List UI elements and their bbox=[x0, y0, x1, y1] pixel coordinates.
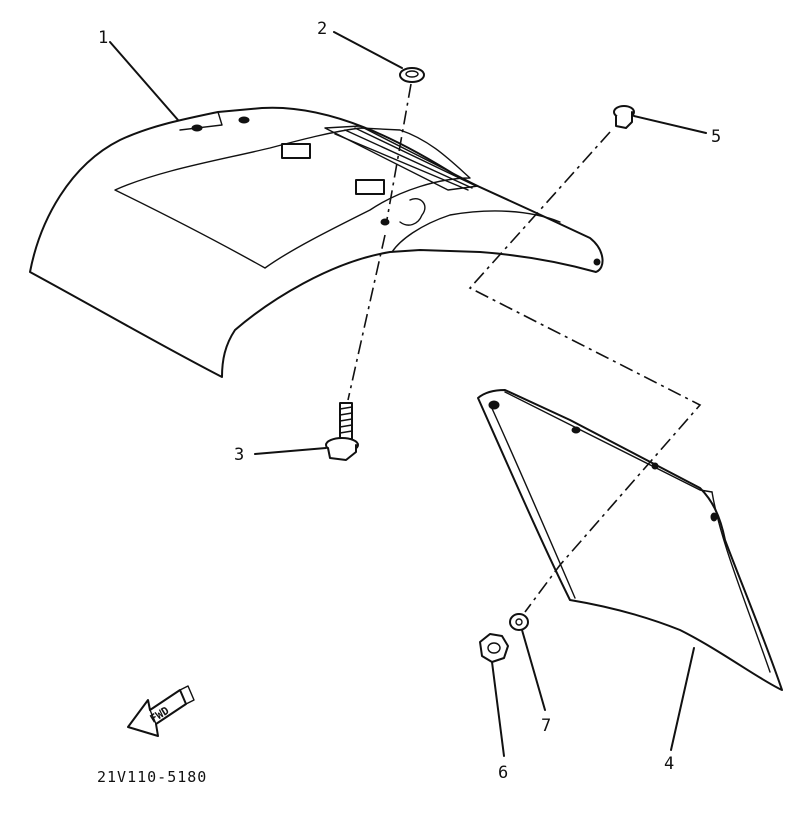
leader-lines bbox=[109, 31, 707, 757]
callout-5: 5 bbox=[711, 127, 721, 147]
rear-fender-part-1 bbox=[29, 106, 604, 378]
fender-hole-mid bbox=[238, 116, 250, 124]
fender-hole-bolt bbox=[380, 218, 390, 226]
callout-4: 4 bbox=[664, 754, 674, 774]
callout-2: 2 bbox=[317, 19, 327, 39]
flap-hole-side bbox=[710, 512, 718, 522]
drawing-code: 21V110-5180 bbox=[97, 768, 207, 786]
callout-6: 6 bbox=[498, 763, 508, 783]
assembly-lines bbox=[347, 83, 702, 613]
fender-tab-rear bbox=[355, 179, 385, 195]
mud-flap-part-4 bbox=[477, 389, 783, 691]
screw-part-5 bbox=[613, 105, 635, 129]
nut-part-6 bbox=[479, 633, 509, 663]
callout-1: 1 bbox=[98, 28, 108, 48]
fender-tab-front bbox=[281, 143, 311, 159]
bolt-part-3 bbox=[325, 402, 359, 461]
flap-hole-screw bbox=[651, 462, 659, 470]
callout-7: 7 bbox=[541, 716, 551, 736]
fender-hole-tail bbox=[593, 258, 601, 266]
fender-hole-left bbox=[191, 124, 203, 132]
forward-arrow-icon: FWD bbox=[127, 685, 195, 737]
flap-hole-mid bbox=[571, 426, 581, 434]
nut-part-2 bbox=[399, 67, 425, 83]
washer-part-7 bbox=[509, 613, 529, 631]
flap-hole-top bbox=[488, 400, 500, 410]
callout-3: 3 bbox=[234, 445, 244, 465]
